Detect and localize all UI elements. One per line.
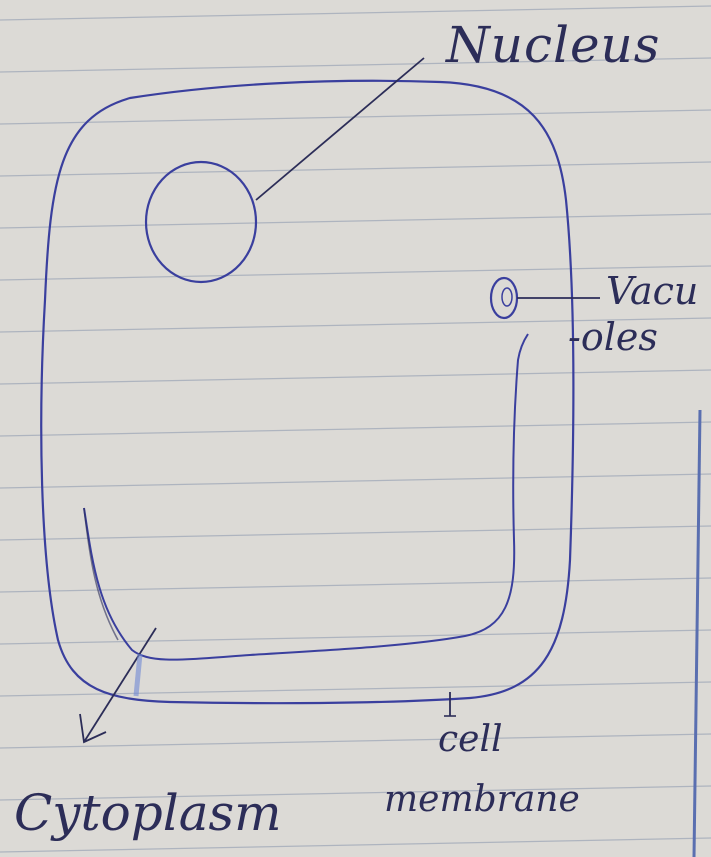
ruled-line <box>0 526 711 540</box>
vacuole-inner <box>502 288 512 306</box>
label-cell-membrane-line1: cell <box>438 722 503 758</box>
label-nucleus: Nucleus <box>446 20 660 70</box>
ruled-line <box>0 474 711 488</box>
ruled-line <box>0 214 711 228</box>
ruled-line <box>0 266 711 280</box>
nucleus-pointer-line <box>256 58 424 200</box>
label-vacuoles-line2: -oles <box>568 318 658 356</box>
label-cytoplasm: Cytoplasm <box>14 788 282 838</box>
ruled-line <box>0 370 711 384</box>
label-cell-membrane-line2: membrane <box>384 782 580 818</box>
ruled-line <box>0 734 711 748</box>
ruled-line <box>0 162 711 176</box>
ruled-line <box>0 630 711 644</box>
vacuole <box>491 278 517 318</box>
cytoplasm-inner-boundary <box>84 334 528 660</box>
cytoplasm-arrow-shaft <box>84 628 156 742</box>
label-vacuoles-line1: Vacu <box>606 272 698 310</box>
ruled-line <box>0 578 711 592</box>
ruled-lines <box>0 6 711 852</box>
ruled-line <box>0 422 711 436</box>
margin-line <box>694 410 700 857</box>
nucleus <box>146 162 256 282</box>
